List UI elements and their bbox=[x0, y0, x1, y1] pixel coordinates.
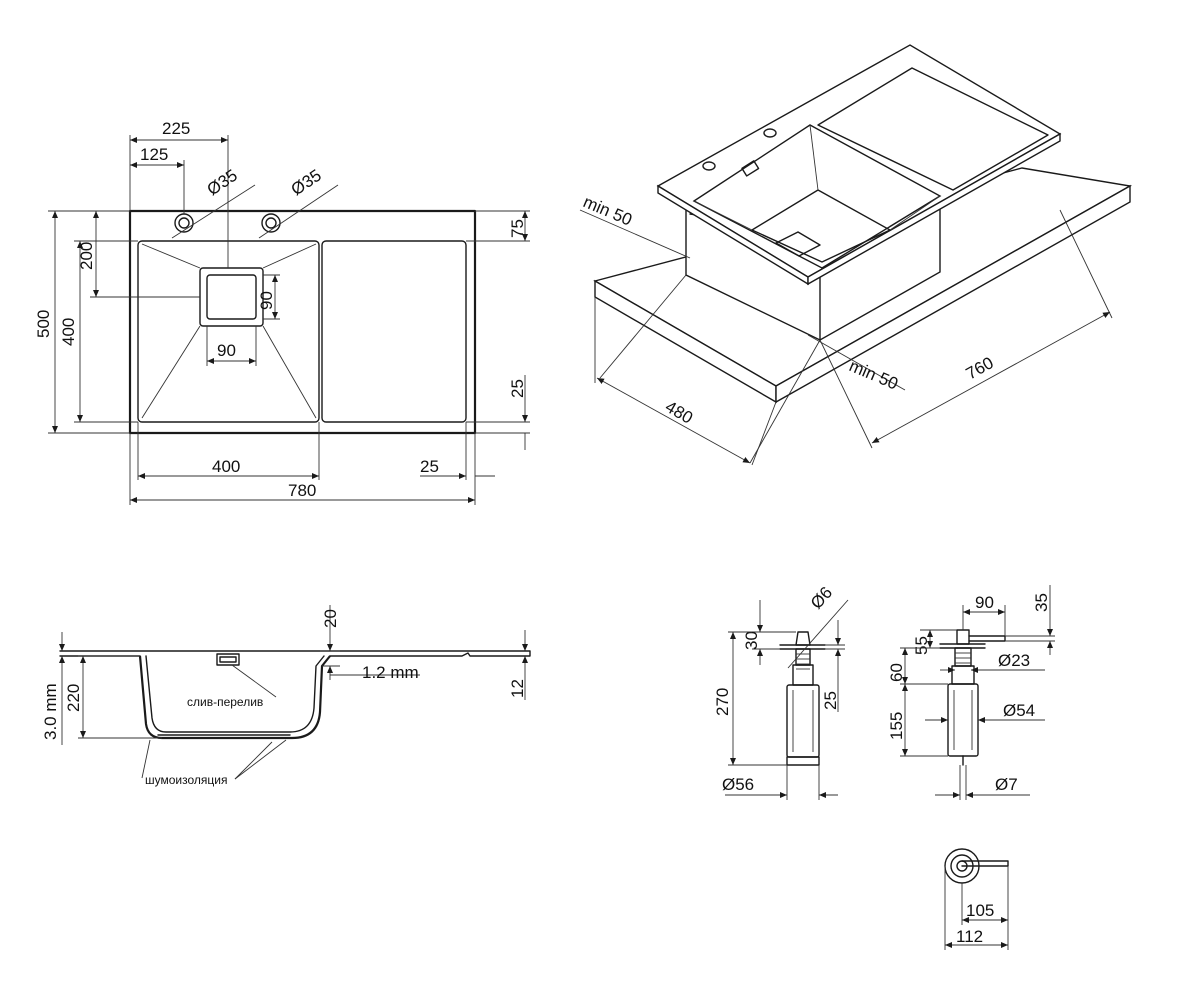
dim-d35-b: Ø35 bbox=[288, 166, 325, 200]
iso-hole-2 bbox=[763, 128, 777, 138]
dim-3mm: 3.0 mm bbox=[41, 683, 60, 740]
dim-155: 155 bbox=[887, 712, 906, 740]
dim-d6: Ø6 bbox=[807, 583, 836, 613]
dim-25-bottom: 25 bbox=[420, 457, 439, 476]
dim-1-2mm: 1.2 mm bbox=[362, 663, 419, 682]
section-bowl-outer bbox=[138, 655, 331, 740]
bowl-outline bbox=[137, 240, 320, 423]
dim-drain-90-h: 90 bbox=[257, 291, 276, 310]
drain-outer bbox=[199, 267, 264, 327]
dispenser-bottle-a bbox=[786, 684, 820, 758]
dim-20: 20 bbox=[321, 609, 340, 628]
dim-500: 500 bbox=[34, 310, 53, 338]
dim-200: 200 bbox=[77, 242, 96, 270]
sink-top-plate bbox=[656, 44, 1062, 286]
dim-60: 60 bbox=[887, 663, 906, 682]
dispenser-top-view: 105 112 bbox=[944, 848, 1009, 950]
dispenser-side-a: Ø6 30 270 25 Ø56 bbox=[713, 583, 849, 800]
dim-d35-a: Ø35 bbox=[204, 166, 241, 200]
dim-55: 55 bbox=[912, 636, 931, 655]
dim-270: 270 bbox=[713, 688, 732, 716]
drain-inner bbox=[206, 274, 257, 320]
dim-780: 780 bbox=[288, 481, 316, 500]
dispenser-side-b: 90 35 55 60 Ø23 155 Ø54 Ø7 bbox=[887, 585, 1055, 800]
dim-400-height: 400 bbox=[59, 318, 78, 346]
dim-drain-90-w: 90 bbox=[217, 341, 236, 360]
dim-min50-left: min 50 bbox=[580, 192, 634, 229]
dim-25-right: 25 bbox=[508, 379, 527, 398]
section-bowl-inner bbox=[145, 655, 325, 733]
dim-90-spout: 90 bbox=[975, 593, 994, 612]
tap-hole-2 bbox=[261, 213, 281, 233]
dim-105: 105 bbox=[966, 901, 994, 920]
dim-75: 75 bbox=[508, 219, 527, 238]
dim-480: 480 bbox=[662, 397, 696, 428]
dim-400-width: 400 bbox=[212, 457, 240, 476]
dim-220: 220 bbox=[64, 684, 83, 712]
dim-30-a: 30 bbox=[742, 631, 761, 650]
bowl-slopes bbox=[141, 243, 317, 419]
dim-112: 112 bbox=[956, 927, 983, 946]
dim-d7: Ø7 bbox=[995, 775, 1018, 794]
dim-225: 225 bbox=[162, 119, 190, 138]
section-plate bbox=[59, 650, 531, 657]
sink-outline bbox=[128, 209, 477, 435]
top-view: 780 400 25 225 125 Ø35 Ø35 500 400 bbox=[34, 119, 530, 505]
dim-d54: Ø54 bbox=[1003, 701, 1035, 720]
drainboard-outline bbox=[321, 240, 467, 423]
dim-760: 760 bbox=[963, 353, 997, 383]
dim-d23: Ø23 bbox=[998, 651, 1030, 670]
overflow-label: слив-перелив bbox=[187, 695, 263, 709]
dim-25-disp: 25 bbox=[821, 691, 840, 710]
iso-hole-1 bbox=[702, 161, 716, 171]
tap-hole-1 bbox=[174, 213, 194, 233]
insulation-label: шумоизоляция bbox=[145, 773, 227, 787]
dim-35: 35 bbox=[1032, 593, 1051, 612]
dim-125: 125 bbox=[140, 145, 168, 164]
section-view: слив-перелив шумоизоляция 20 1.2 mm 12 2… bbox=[41, 605, 531, 787]
dim-d56: Ø56 bbox=[722, 775, 754, 794]
dim-12: 12 bbox=[508, 679, 527, 698]
isometric-view: min 50 min 50 480 760 bbox=[579, 44, 1133, 466]
dim-min50-right: min 50 bbox=[846, 356, 900, 393]
dispenser-bottle-b bbox=[947, 683, 979, 757]
section-overflow bbox=[216, 653, 240, 666]
